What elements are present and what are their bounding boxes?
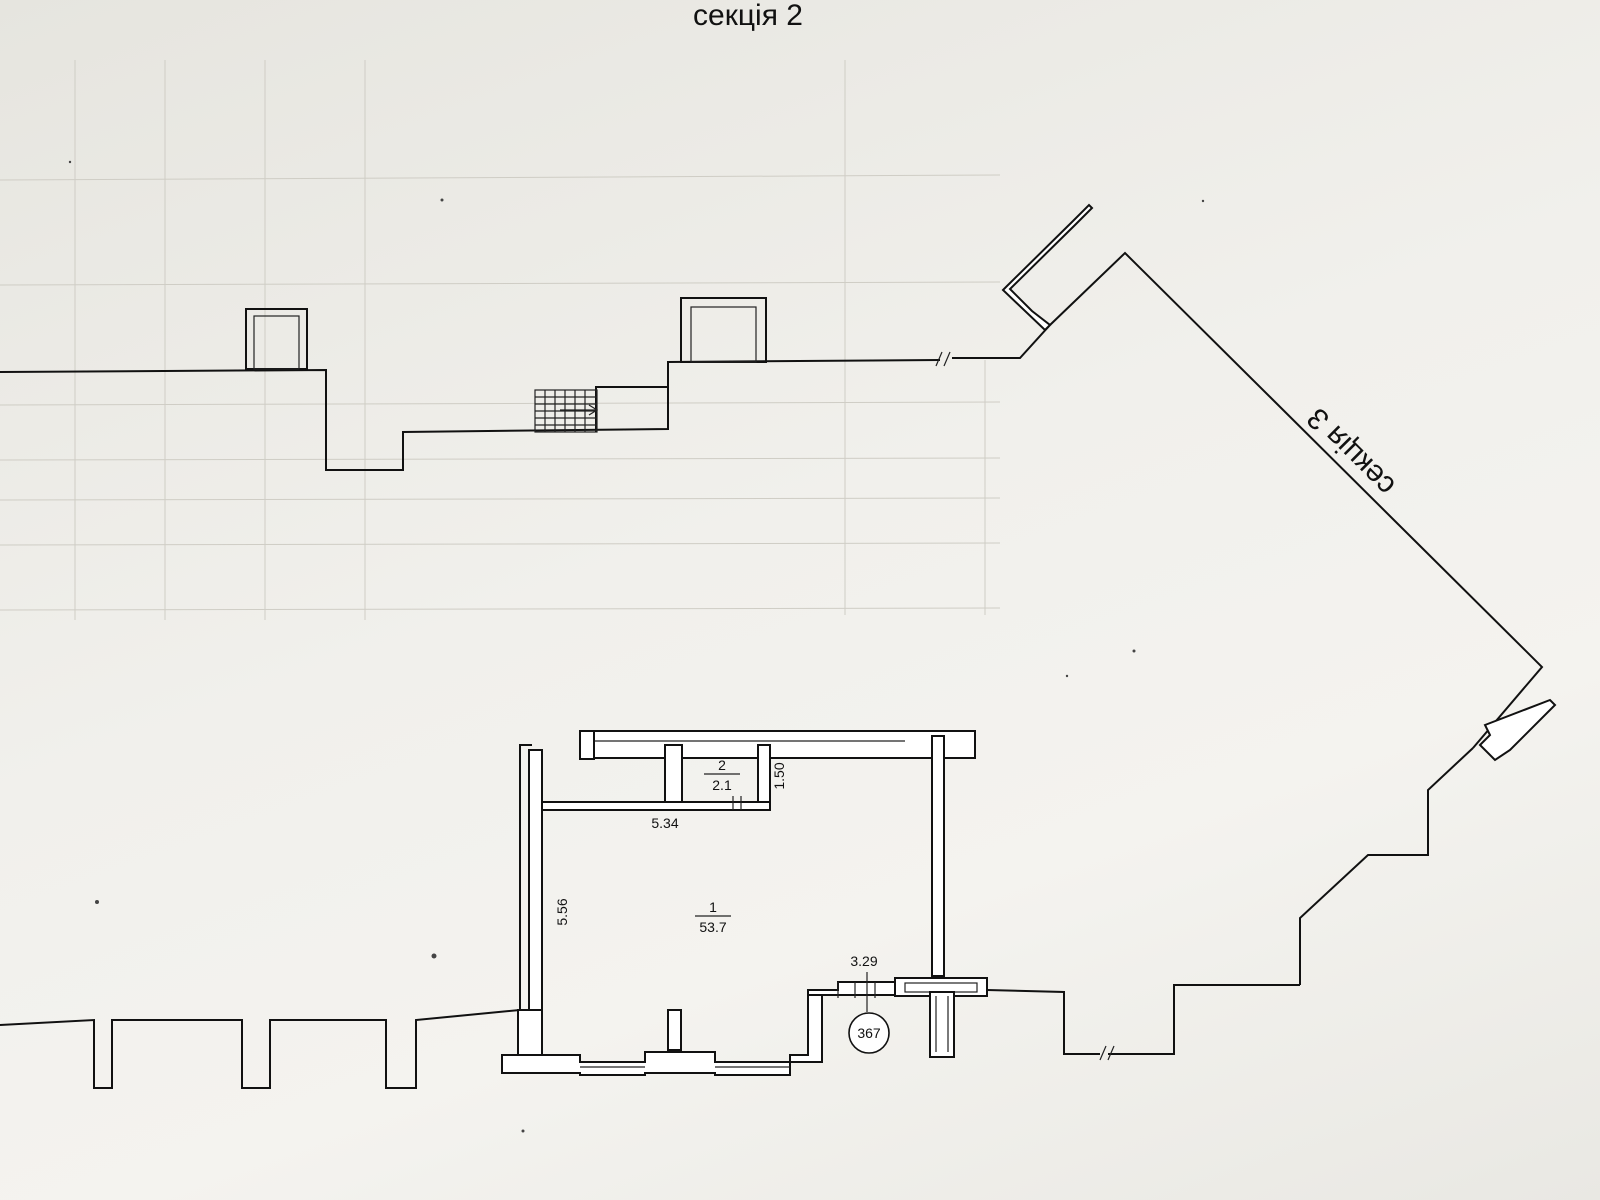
break-symbol xyxy=(935,351,951,367)
dim-room1-width: 5.34 xyxy=(651,815,678,831)
ghost-grid xyxy=(0,60,1001,620)
bath-bottom-wall xyxy=(541,801,771,811)
unit-walls xyxy=(501,730,988,1076)
section-3-label: секція 3 xyxy=(1301,401,1402,502)
marker-number: 367 xyxy=(857,1025,881,1041)
speckles xyxy=(68,160,1205,1133)
marker-circle xyxy=(848,1012,890,1054)
wall-right xyxy=(931,735,945,977)
upper-shaft-1 xyxy=(245,308,308,370)
room-2-area: 2.1 xyxy=(712,777,732,793)
room-1-area: 53.7 xyxy=(699,919,726,935)
bath-left-wall xyxy=(664,744,683,806)
break-symbol-lower xyxy=(1099,1045,1115,1061)
upper-shaft-2 xyxy=(680,297,767,363)
stairs xyxy=(534,389,599,433)
upper-building-outline xyxy=(0,203,1557,985)
wall-top xyxy=(579,730,976,759)
room-2-label: 2 2.1 xyxy=(704,757,740,793)
upper-right-duct xyxy=(1001,203,1094,332)
dim-room1-height: 5.56 xyxy=(554,898,570,925)
dim-opening: 3.29 xyxy=(850,953,877,969)
bath-right-wall xyxy=(757,744,771,806)
opening-jambs xyxy=(837,982,876,998)
dim-room2-height: 1.50 xyxy=(771,762,787,789)
bath-door xyxy=(732,796,742,810)
section-2-label: секція 2 xyxy=(693,0,803,32)
room-1-label: 1 53.7 xyxy=(695,899,731,935)
wall-stub xyxy=(667,1009,682,1051)
room-2-number: 2 xyxy=(718,757,726,773)
right-duct xyxy=(1478,698,1557,762)
room-1-number: 1 xyxy=(709,899,717,915)
lower-building-outline xyxy=(0,744,1300,1089)
column xyxy=(929,991,955,1058)
